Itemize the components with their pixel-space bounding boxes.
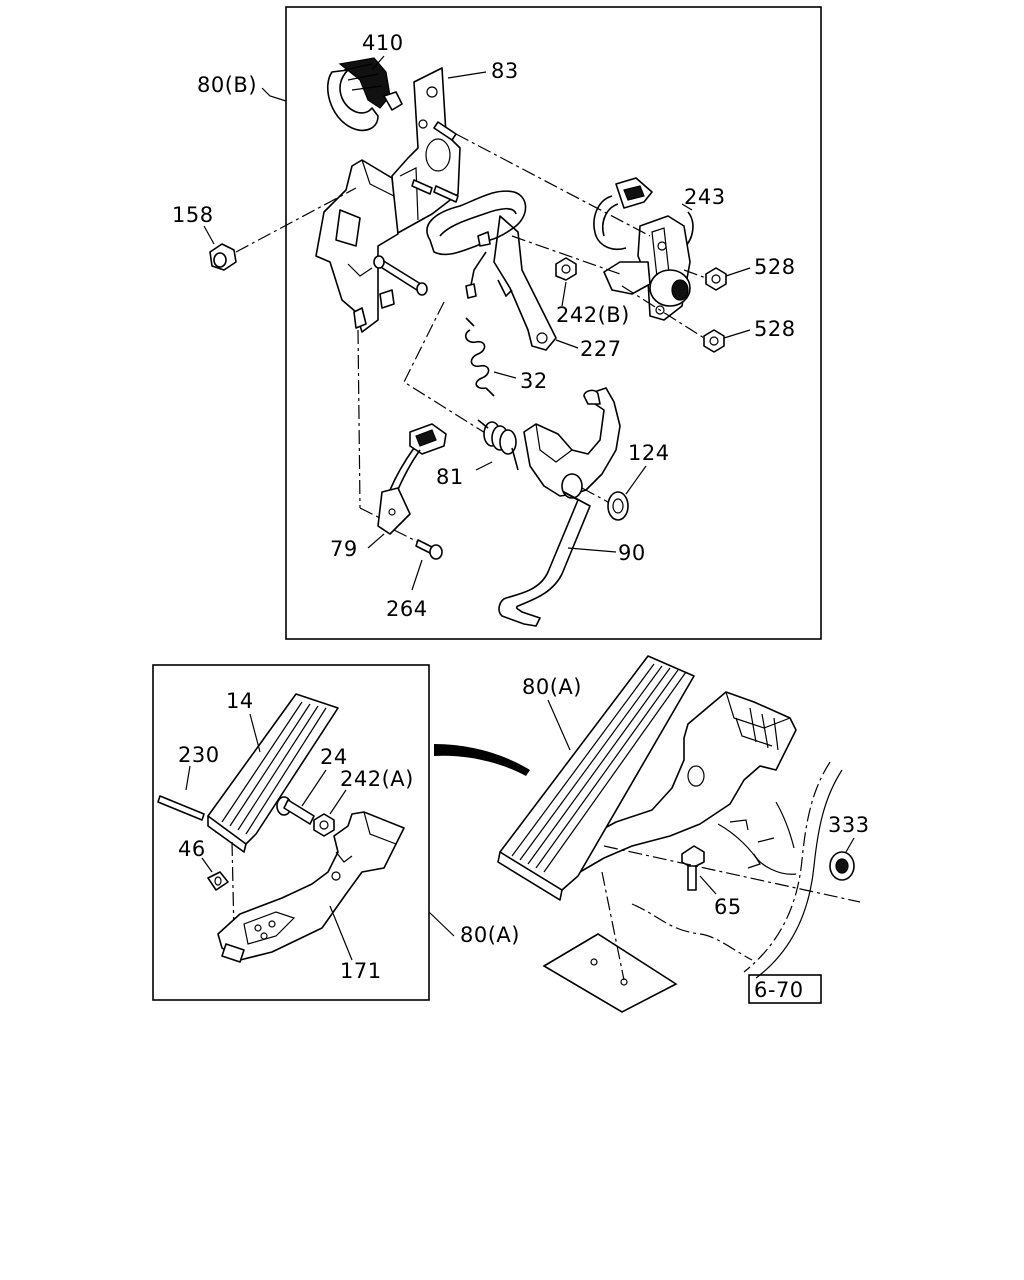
dash-528b — [621, 285, 705, 339]
leader-242b — [561, 281, 567, 307]
leader-243 — [681, 203, 693, 211]
callout-124: 124 — [628, 441, 670, 465]
dash-79 — [357, 329, 361, 509]
callout-158: 158 — [172, 203, 214, 227]
leader-528a — [725, 267, 751, 277]
callout-227: 227 — [580, 337, 622, 361]
leader-333 — [845, 837, 855, 853]
part-65-bolt — [681, 845, 705, 891]
part-242a-nut — [313, 813, 335, 837]
part-pivot-shaft — [373, 255, 428, 296]
assembled-pedal — [497, 655, 797, 901]
leader-14 — [249, 713, 261, 753]
leader-528b — [723, 329, 751, 339]
part-24-bolt — [276, 796, 315, 825]
callout-80a-side: 80(A) — [460, 923, 520, 947]
part-264-screw — [415, 539, 443, 560]
part-171-arm — [217, 811, 405, 963]
leader-171 — [329, 905, 353, 961]
leader-230 — [185, 765, 191, 791]
callout-333: 333 — [828, 813, 870, 837]
dash-65 — [603, 845, 861, 903]
leader-81 — [475, 461, 493, 471]
part-243-sensor — [593, 177, 694, 321]
part-90-arm — [498, 387, 621, 627]
callout-528b: 528 — [754, 317, 796, 341]
callout-410: 410 — [362, 31, 404, 55]
dash-124 — [581, 487, 609, 503]
part-79-harness — [377, 423, 447, 535]
callout-528a: 528 — [754, 255, 796, 279]
part-81-spring — [477, 419, 519, 471]
reference-box: 6-70 — [748, 974, 822, 1004]
part-230-pin — [157, 795, 205, 821]
callout-65: 65 — [714, 895, 742, 919]
part-32-spring — [464, 317, 495, 397]
part-528-nut-lower — [703, 329, 725, 353]
dash-158 — [235, 187, 357, 253]
leader-80a-side — [428, 911, 455, 937]
callout-264: 264 — [386, 597, 428, 621]
reference-box-label: 6-70 — [754, 978, 804, 1002]
callout-243: 243 — [684, 185, 726, 209]
dash-sensor — [511, 235, 621, 275]
callout-24: 24 — [320, 745, 348, 769]
part-14-pedal-pad — [207, 693, 339, 853]
callout-14: 14 — [226, 689, 254, 713]
callout-230: 230 — [178, 743, 220, 767]
leader-227 — [555, 339, 579, 349]
leader-242a — [329, 789, 347, 815]
part-46-clip — [207, 871, 229, 891]
leader-90 — [567, 547, 617, 553]
callout-90: 90 — [618, 541, 646, 565]
callout-242b: 242(B) — [556, 303, 630, 327]
leader-80b — [261, 87, 287, 102]
dash-264 — [393, 529, 419, 543]
body-panel — [717, 761, 843, 979]
callout-81: 81 — [436, 465, 464, 489]
callout-80a-top: 80(A) — [522, 675, 582, 699]
part-528-nut-upper — [705, 267, 727, 291]
leader-46 — [201, 857, 213, 873]
part-80b-bracket-body — [315, 159, 399, 333]
callout-32: 32 — [520, 369, 548, 393]
callout-171: 171 — [340, 959, 382, 983]
floor-panel — [542, 871, 753, 1013]
part-cable-loop — [426, 190, 527, 256]
part-158-nut — [209, 243, 237, 271]
dash-243 — [455, 133, 651, 237]
leader-83 — [447, 71, 487, 79]
dash-528a — [683, 269, 707, 279]
callout-46: 46 — [178, 837, 206, 861]
callout-242a: 242(A) — [340, 767, 414, 791]
part-124-washer — [607, 491, 629, 521]
part-242b-nut — [555, 257, 577, 281]
callout-80b: 80(B) — [197, 73, 257, 97]
arrow-assembly — [434, 744, 530, 776]
leader-32 — [493, 371, 517, 379]
leader-80a-top — [547, 699, 571, 751]
part-wire-small — [465, 251, 513, 299]
dash-46 — [231, 841, 235, 935]
dash-79b — [359, 507, 385, 521]
leader-79 — [367, 533, 385, 549]
callout-79: 79 — [330, 537, 358, 561]
part-410-clamp — [327, 57, 403, 132]
leader-24 — [301, 769, 327, 807]
leader-410 — [371, 55, 385, 71]
callout-83: 83 — [491, 59, 519, 83]
bolts-bracket — [411, 121, 459, 203]
part-333-stopper — [829, 851, 855, 881]
leader-158 — [203, 225, 215, 245]
assembly-b-frame — [285, 6, 822, 640]
leader-65 — [699, 875, 717, 895]
dash-shaft-spring — [403, 301, 491, 437]
part-227-lever — [493, 215, 557, 351]
leader-124 — [625, 465, 647, 495]
assembly-a-frame — [152, 664, 430, 1001]
leader-264 — [411, 559, 423, 591]
